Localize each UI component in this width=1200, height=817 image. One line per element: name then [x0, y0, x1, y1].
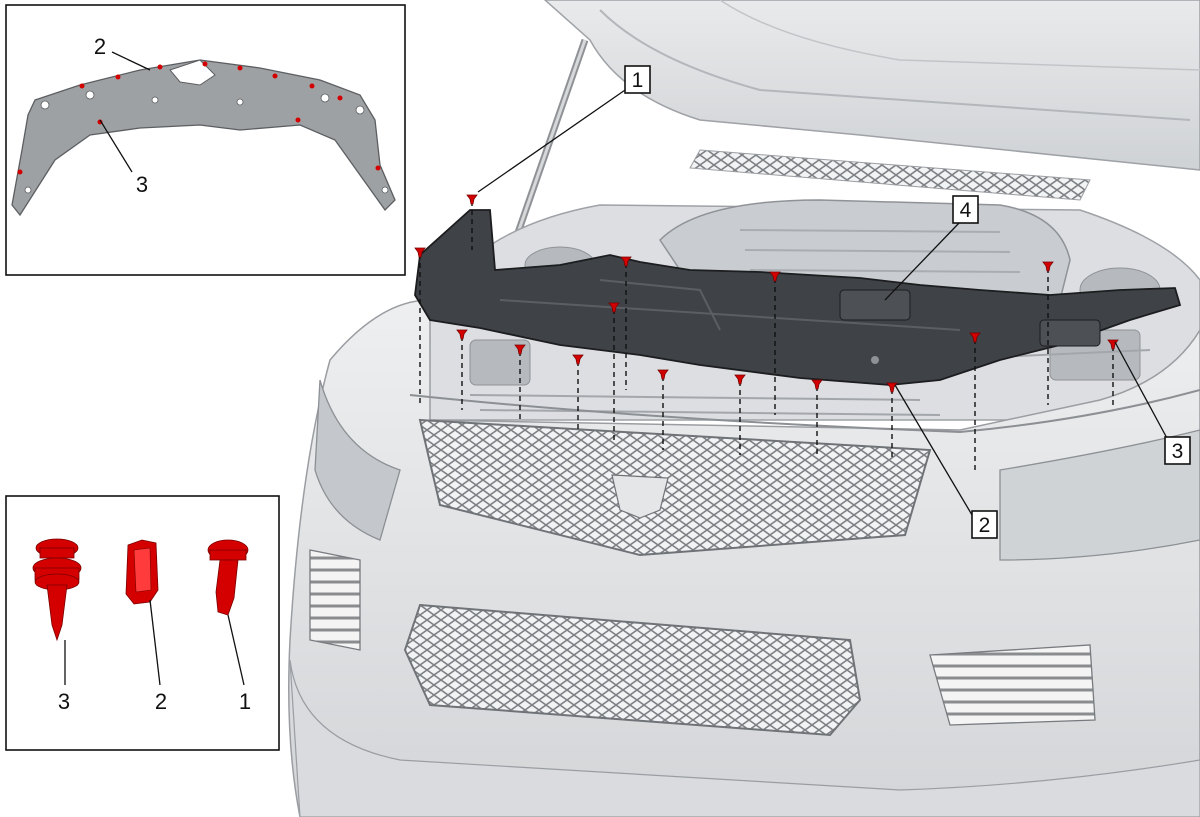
fastener-pin-icon [657, 369, 669, 380]
hood-panel [543, 0, 1200, 171]
fastener-2-nut-clip: 2 [125, 539, 167, 714]
inset-fastener-dot [237, 65, 243, 71]
fastener-pin-icon [811, 379, 823, 390]
fastener-pin-icon [456, 329, 468, 340]
svg-text:3: 3 [58, 689, 70, 714]
callout-2: 2 [894, 384, 998, 539]
fastener-pin-icon [1042, 261, 1054, 272]
inset-fastener-dot [79, 83, 85, 89]
callout-4: 4 [884, 195, 979, 301]
inset-fastener-dot [295, 117, 301, 123]
fastener-3-push-retainer: 3 [32, 538, 82, 714]
fastener-pin-icon [608, 302, 620, 313]
inset-fastener-dot [309, 83, 315, 89]
fastener-pin-icon [969, 332, 981, 343]
fastener-pin-icon [734, 374, 746, 385]
svg-text:2: 2 [94, 34, 106, 59]
inset-label-3: 3 [99, 119, 148, 197]
fastener-pin-icon [514, 344, 526, 355]
svg-text:2: 2 [155, 689, 167, 714]
svg-text:1: 1 [632, 69, 644, 92]
fastener-pin-icon [572, 354, 584, 365]
fastener-pin-icon [466, 194, 478, 205]
fastener-pin-icon [886, 382, 898, 393]
svg-text:3: 3 [136, 172, 148, 197]
cover-detail-inset: 2 3 [5, 4, 406, 276]
inset-fastener-dot [272, 73, 278, 79]
inset-fastener-dot [115, 74, 121, 80]
inset-fastener-dot [375, 165, 381, 171]
fastener-pin-group [414, 194, 1119, 470]
inset-fastener-dots [17, 61, 381, 175]
svg-text:1: 1 [239, 689, 251, 714]
upper-grille [418, 418, 932, 557]
inset-cover-panel [11, 59, 396, 217]
fastener-types-inset: 3 2 1 [5, 495, 280, 751]
lower-grille [403, 603, 862, 737]
inset-fastener-dot [337, 95, 343, 101]
fastener-pin-icon [620, 256, 632, 267]
svg-text:4: 4 [960, 199, 972, 222]
fastener-pin-icon [769, 271, 781, 282]
inset-fastener-dot [202, 61, 208, 67]
svg-text:2: 2 [979, 514, 991, 537]
inset-fastener-dot [157, 64, 163, 70]
callout-3: 3 [1114, 341, 1191, 465]
inset-label-2: 2 [94, 34, 151, 71]
vehicle-front [288, 0, 1200, 817]
fastener-pin-icon [414, 247, 426, 258]
svg-text:3: 3 [1172, 440, 1184, 463]
inset-fastener-dot [17, 169, 23, 175]
fastener-1-tree-clip: 1 [207, 539, 251, 714]
radiator-support-cover [414, 209, 1182, 386]
callout-1: 1 [477, 65, 651, 193]
